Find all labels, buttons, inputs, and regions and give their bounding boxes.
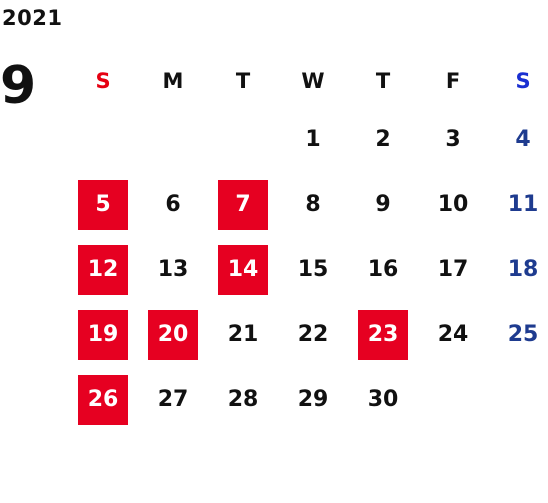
day-number: 4 [515, 127, 531, 152]
day-cell: 14 [208, 237, 278, 302]
day-cell: 26 [68, 367, 138, 432]
day-number: 1 [305, 127, 321, 152]
highlighted-day-number: 26 [78, 374, 128, 425]
day-number: 3 [445, 127, 461, 152]
day-number: 27 [157, 387, 189, 412]
day-number: 8 [305, 192, 321, 217]
day-cell: 6 [138, 172, 208, 237]
day-cell: 27 [138, 367, 208, 432]
day-cell: 19 [68, 302, 138, 367]
day-number: 11 [507, 192, 539, 217]
day-cell: 20 [138, 302, 208, 367]
day-cell: 3 [418, 107, 488, 172]
weekday-header: S [515, 69, 531, 93]
day-cell: 8 [278, 172, 348, 237]
day-number: 9 [375, 192, 391, 217]
day-cell: 4 [488, 107, 548, 172]
day-number: 6 [165, 192, 181, 217]
weekday-header: M [162, 69, 184, 93]
day-cell: 11 [488, 172, 548, 237]
highlighted-day-number: 19 [78, 309, 128, 360]
day-cell: 16 [348, 237, 418, 302]
day-cell: 21 [208, 302, 278, 367]
month-label: 9 [0, 56, 37, 116]
day-number: 22 [297, 322, 329, 347]
day-number: 2 [375, 127, 391, 152]
day-cell: 23 [348, 302, 418, 367]
day-number: 28 [227, 387, 259, 412]
day-cell: 1 [278, 107, 348, 172]
highlighted-day-number: 12 [78, 244, 128, 295]
day-number: 10 [437, 192, 469, 217]
day-number: 13 [157, 257, 189, 282]
day-number: 25 [507, 322, 539, 347]
day-cell: 10 [418, 172, 488, 237]
year-label: 2021 [2, 6, 63, 30]
highlighted-day-number: 23 [358, 309, 408, 360]
day-cell: 15 [278, 237, 348, 302]
day-cell: 13 [138, 237, 208, 302]
weekday-header: W [301, 69, 325, 93]
day-cell: 22 [278, 302, 348, 367]
empty-day-cell [208, 107, 278, 172]
day-cell: 12 [68, 237, 138, 302]
empty-day-cell [418, 367, 488, 432]
day-number: 18 [507, 257, 539, 282]
highlighted-day-number: 7 [218, 179, 268, 230]
day-cell: 9 [348, 172, 418, 237]
highlighted-day-number: 20 [148, 309, 198, 360]
empty-day-cell [68, 107, 138, 172]
day-cell: 24 [418, 302, 488, 367]
empty-day-cell [488, 367, 548, 432]
day-number: 15 [297, 257, 329, 282]
day-number: 29 [297, 387, 329, 412]
weekday-header: T [235, 69, 251, 93]
highlighted-day-number: 14 [218, 244, 268, 295]
day-cell: 7 [208, 172, 278, 237]
empty-day-cell [138, 107, 208, 172]
weekday-header: T [375, 69, 391, 93]
day-cell: 28 [208, 367, 278, 432]
day-cell: 18 [488, 237, 548, 302]
weekday-header: F [445, 69, 461, 93]
day-number: 21 [227, 322, 259, 347]
day-cell: 2 [348, 107, 418, 172]
day-number: 16 [367, 257, 399, 282]
weekday-header: S [95, 69, 111, 93]
day-number: 30 [367, 387, 399, 412]
day-number: 24 [437, 322, 469, 347]
highlighted-day-number: 5 [78, 179, 128, 230]
day-cell: 29 [278, 367, 348, 432]
day-cell: 30 [348, 367, 418, 432]
day-cell: 25 [488, 302, 548, 367]
day-number: 17 [437, 257, 469, 282]
day-cell: 5 [68, 172, 138, 237]
day-cell: 17 [418, 237, 488, 302]
